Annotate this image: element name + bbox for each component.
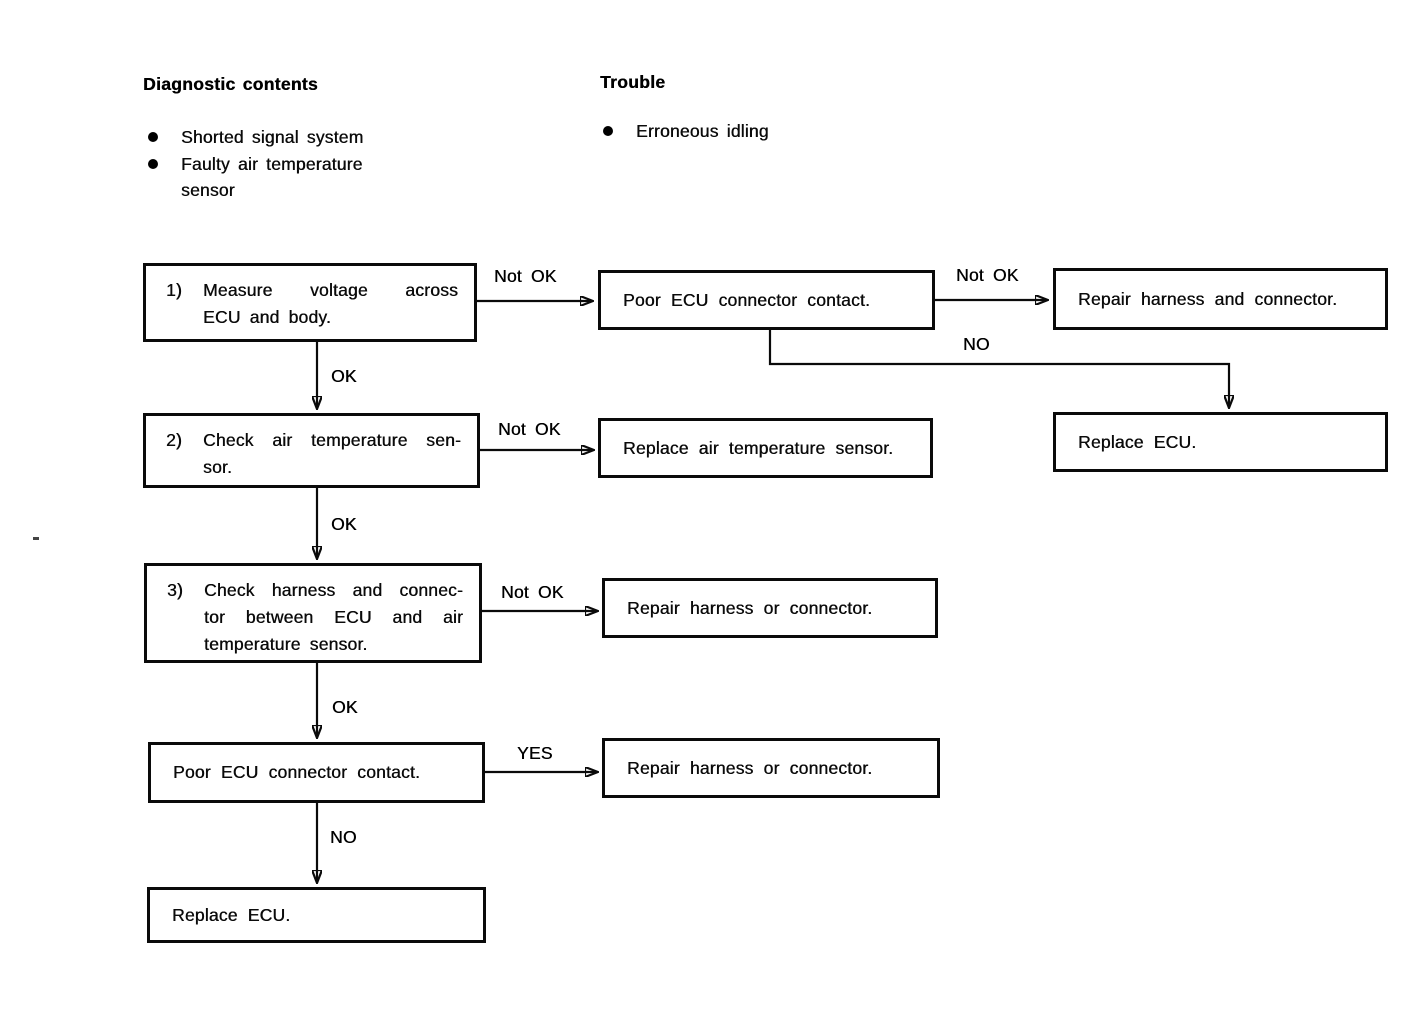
bullet-icon: [603, 126, 613, 136]
list-item: Erroneous idling: [598, 118, 858, 144]
edge-label-not-ok-2: Not OK: [956, 265, 1019, 285]
box-label: Poor ECU connector contact.: [623, 289, 871, 310]
trouble-list: Erroneous idling: [598, 118, 858, 145]
flow-box-step2: 2) Check air temperature sen- sor.: [143, 413, 480, 488]
edge-label-no-bottom: NO: [330, 827, 357, 847]
list-item: Faulty air temperature sensor: [143, 151, 383, 203]
edge-label-not-ok-3: Not OK: [498, 419, 561, 439]
box-label: Poor ECU connector contact.: [173, 762, 421, 782]
scan-speck: [33, 537, 39, 540]
flow-box-poor-ecu-contact: Poor ECU connector contact.: [598, 270, 935, 330]
list-item-label: Shorted signal system: [181, 127, 364, 147]
step-text-line: Measure voltage across: [203, 280, 458, 300]
step-text-line: ECU and body.: [203, 307, 331, 327]
edge-label-ok-1: OK: [331, 366, 357, 386]
list-item-label: Faulty air temperature sensor: [181, 154, 363, 200]
flow-box-replace-ecu-bottom: Replace ECU.: [147, 887, 486, 943]
flow-box-repair-harness-or-connector-2: Repair harness or connector.: [602, 738, 940, 798]
box-label: Replace ECU.: [1078, 431, 1197, 452]
edge-label-no-top: NO: [963, 334, 990, 354]
arrow-poor-ecu-no-to-replace-ecu: [768, 330, 1229, 407]
edge-label-yes: YES: [517, 743, 553, 763]
step-text-line: temperature sensor.: [204, 634, 368, 654]
diagnostic-contents-list: Shorted signal system Faulty air tempera…: [143, 124, 383, 204]
edge-label-not-ok-4: Not OK: [501, 582, 564, 602]
flow-box-repair-harness-and-connector: Repair harness and connector.: [1053, 268, 1388, 330]
box-label: Repair harness and connector.: [1078, 288, 1338, 309]
step-number: 3): [167, 580, 183, 600]
bullet-icon: [148, 159, 158, 169]
step-text-line: tor between ECU and air: [204, 607, 463, 627]
step-text-line: Check harness and connec-: [204, 580, 463, 600]
edge-label-not-ok-1: Not OK: [494, 266, 557, 286]
box-label: Repair harness or connector.: [627, 597, 873, 618]
edge-label-ok-3: OK: [332, 697, 358, 717]
bullet-icon: [148, 132, 158, 142]
trouble-heading: Trouble: [600, 72, 666, 92]
edge-label-ok-2: OK: [331, 514, 357, 534]
box-label: Replace ECU.: [172, 904, 291, 925]
flow-box-poor-ecu-contact-2: Poor ECU connector contact.: [148, 742, 485, 803]
box-label: Repair harness or connector.: [627, 757, 873, 778]
list-item-label: Erroneous idling: [636, 121, 769, 141]
flow-box-replace-ecu-right: Replace ECU.: [1053, 412, 1388, 472]
flow-box-repair-harness-or-connector-1: Repair harness or connector.: [602, 578, 938, 638]
list-item: Shorted signal system: [143, 124, 383, 150]
step-number: 2): [166, 430, 182, 450]
step-text-line: Check air temperature sen-: [203, 430, 461, 450]
flow-box-step1: 1) Measure voltage across ECU and body.: [143, 263, 477, 342]
step-number: 1): [166, 280, 182, 300]
flow-box-replace-air-temp-sensor: Replace air temperature sensor.: [598, 418, 933, 478]
box-label: Replace air temperature sensor.: [623, 437, 894, 458]
step-text-line: sor.: [203, 457, 233, 477]
diagnostic-contents-heading: Diagnostic contents: [143, 74, 318, 94]
flow-box-step3: 3) Check harness and connec- tor between…: [144, 563, 482, 663]
